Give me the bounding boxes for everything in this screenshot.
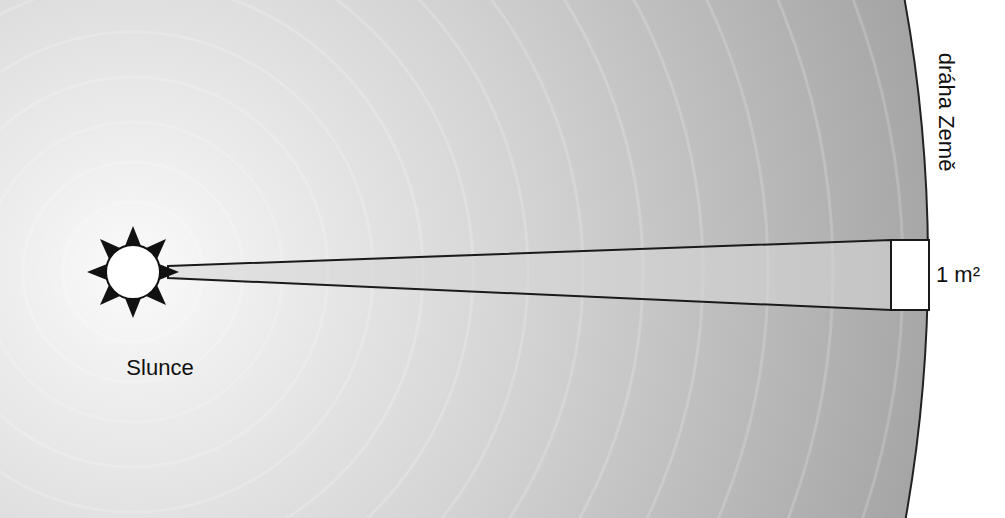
sun-rays xyxy=(87,226,179,318)
light-rings xyxy=(0,0,903,518)
earth-orbit xyxy=(0,0,928,518)
sun-label: Slunce xyxy=(126,356,193,380)
light-cone xyxy=(168,240,891,310)
area-label: 1 m² xyxy=(936,263,980,287)
orbit-label: dráha Země xyxy=(934,53,958,172)
unit-area xyxy=(891,240,929,310)
sun-disc xyxy=(106,245,160,299)
